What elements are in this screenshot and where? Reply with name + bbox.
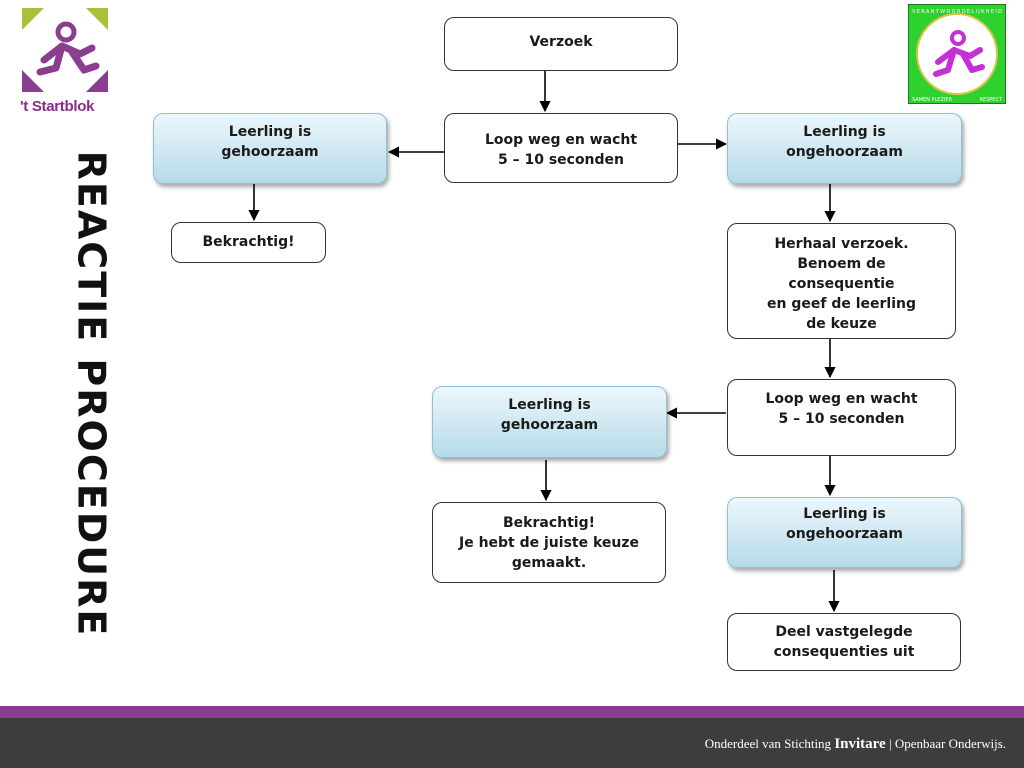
footer-text: Onderdeel van Stichting Invitare | Openb… [705,736,1006,753]
badge-top-text: VERANTWOORDELIJKHEID [912,9,1002,15]
badge-bottom-left-text: SAMEN PLEZIER [912,97,953,103]
node-bekrachtig-1: Bekrachtig! [171,222,326,263]
node-wacht-1: Loop weg en wacht 5 – 10 seconden [444,113,678,183]
node-wacht-2: Loop weg en wacht 5 – 10 seconden [727,379,956,456]
node-bekrachtig-2: Bekrachtig! Je hebt de juiste keuze gema… [432,502,666,583]
flow-connectors [248,71,840,613]
values-badge-logo: VERANTWOORDELIJKHEID SAMEN PLEZIER RESPE… [908,4,1006,104]
footer-bar: Onderdeel van Stichting Invitare | Openb… [0,718,1024,768]
node-verzoek: Verzoek [444,17,678,71]
badge-bottom-right-text: RESPECT [979,97,1002,103]
node-ongehoorzaam-1: Leerling is ongehoorzaam [727,113,962,184]
footer-brand: Invitare [834,736,886,752]
footer-prefix: Onderdeel van Stichting [704,736,832,751]
node-gehoorzaam-1: Leerling is gehoorzaam [153,113,387,184]
footer-suffix: Openbaar Onderwijs. [894,736,1006,751]
node-ongehoorzaam-2: Leerling is ongehoorzaam [727,497,962,568]
startblok-logo [22,8,108,92]
footer-separator: | [888,736,892,751]
school-name: 't Startblok [20,98,95,115]
node-herhaal-verzoek: Herhaal verzoek. Benoem de consequentie … [727,223,956,339]
node-gehoorzaam-2: Leerling is gehoorzaam [432,386,667,458]
node-consequenties: Deel vastgelegde consequenties uit [727,613,961,671]
footer-accent-stripe [0,706,1024,718]
